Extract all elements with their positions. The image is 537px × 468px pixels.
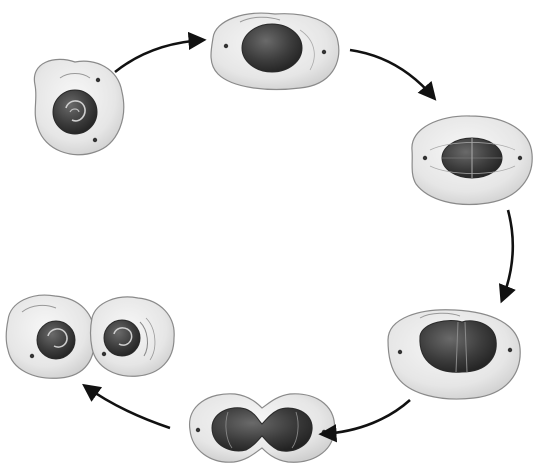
centrosome-icon [29, 353, 35, 359]
centrosome-icon [507, 347, 513, 353]
cell-prophase [210, 12, 340, 91]
cell-anaphase [387, 309, 521, 400]
centrosome-icon [223, 43, 229, 49]
centrosome-icon [321, 49, 327, 55]
cell-cytokinesis [5, 294, 175, 379]
cell-metaphase [411, 115, 533, 206]
centrosome-icon [101, 351, 107, 357]
centrosome-icon [517, 155, 523, 161]
arrow-metaphase-to-anaphase [498, 209, 516, 304]
daughter-cell-right [89, 296, 175, 377]
arrow-anaphase-to-telophase [318, 399, 411, 443]
cell-telophase [189, 393, 336, 463]
arrow-telophase-to-cytokinesis [82, 383, 171, 430]
centrosome-icon [95, 77, 101, 83]
arrow-interphase-to-prophase [114, 31, 207, 74]
centrosome-icon [397, 349, 403, 355]
daughter-cell-left [5, 294, 95, 379]
centrosome-icon [195, 427, 201, 433]
cell-interphase [33, 58, 125, 156]
centrosome-icon [422, 155, 428, 161]
centrosome-icon [92, 137, 98, 143]
arrow-prophase-to-metaphase [349, 48, 437, 101]
